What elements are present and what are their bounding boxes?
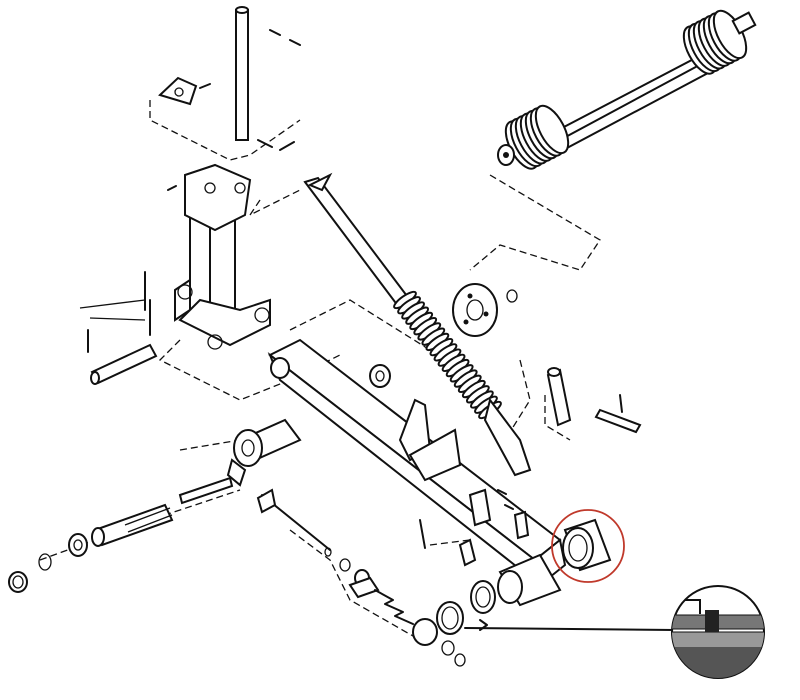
flange-disc [452, 283, 518, 337]
highlighted-bushing [562, 518, 612, 572]
top-bracket [158, 76, 211, 106]
detail-inset [671, 585, 765, 679]
bushings [436, 553, 676, 635]
coupling-rib [534, 104, 570, 155]
vertical-pin [235, 6, 301, 151]
compression-spring [393, 290, 502, 420]
gear-hub [178, 418, 302, 505]
loose-pins-left [79, 271, 158, 385]
spring-rod-end [483, 397, 532, 477]
input-shaft [8, 503, 174, 593]
highlight-circle [551, 509, 625, 583]
top-link-rod [303, 172, 412, 308]
pto-drive-shaft [497, 9, 757, 170]
mast-post [167, 163, 271, 350]
main-swing-arm [267, 338, 567, 588]
pivot-pins-right [497, 367, 642, 510]
adjuster-rod [256, 488, 466, 667]
